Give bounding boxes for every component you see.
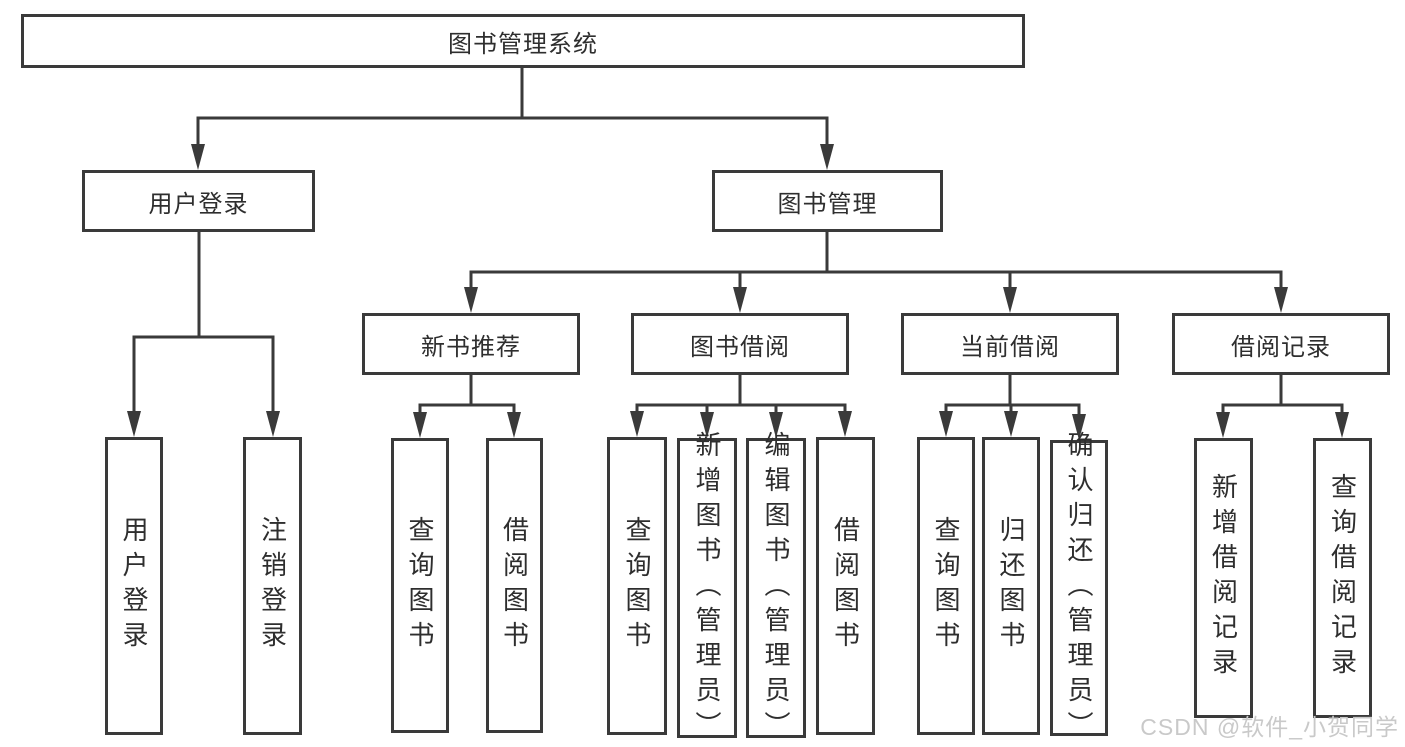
node-borrow-record: 借阅记录 — [1172, 313, 1390, 375]
node-add-borrow-record-label: 新增借阅记录 — [1208, 473, 1239, 683]
node-borrow-record-label: 借阅记录 — [1231, 333, 1331, 361]
node-borrow-books-2: 借阅图书 — [816, 437, 875, 735]
node-edit-book-admin-label: 编辑图书（管理员） — [761, 430, 791, 746]
connector-root-to-level2 — [191, 66, 834, 170]
node-user-login-label: 用户登录 — [148, 190, 249, 218]
arrowhead — [1335, 412, 1349, 438]
connector-bookmgmt-to-level3 — [464, 230, 1288, 313]
arrowhead — [1216, 412, 1230, 438]
node-logout-label: 注销登录 — [257, 516, 288, 656]
arrowhead — [191, 144, 205, 170]
node-return-book-label: 归还图书 — [996, 516, 1026, 656]
node-user-login-leaf: 用户登录 — [105, 437, 163, 735]
node-root-label: 图书管理系统 — [448, 30, 598, 58]
connector-currentborrow-to-leaves — [939, 373, 1086, 440]
node-query-books-3-label: 查询图书 — [931, 516, 961, 656]
arrowhead — [266, 411, 280, 437]
node-user-login-leaf-label: 用户登录 — [119, 516, 149, 656]
arrowhead — [820, 144, 834, 170]
node-user-login: 用户登录 — [82, 170, 315, 232]
node-borrow-books-2-label: 借阅图书 — [830, 516, 861, 656]
connector-newbook-to-leaves — [413, 373, 521, 438]
node-new-book-recommend-label: 新书推荐 — [421, 333, 521, 361]
node-query-books-1: 查询图书 — [391, 438, 449, 733]
node-add-book-admin: 新增图书（管理员） — [677, 431, 737, 746]
arrowhead — [1003, 287, 1017, 313]
arrowhead — [507, 412, 521, 438]
node-borrow-books-1: 借阅图书 — [486, 438, 543, 733]
arrowhead — [700, 412, 714, 438]
node-add-book-admin-label: 新增图书（管理员） — [692, 430, 722, 746]
node-query-books-3: 查询图书 — [917, 437, 975, 735]
node-query-books-2: 查询图书 — [607, 437, 667, 735]
node-book-borrow-label: 图书借阅 — [690, 333, 790, 361]
arrowhead — [1004, 411, 1018, 437]
node-new-book-recommend: 新书推荐 — [362, 313, 580, 375]
arrowhead — [733, 287, 747, 313]
arrowhead — [630, 411, 644, 437]
connector-borrowrecord-to-leaves — [1216, 373, 1349, 438]
node-borrow-books-1-label: 借阅图书 — [499, 515, 530, 656]
connector-bookborrow-to-leaves — [630, 373, 852, 438]
node-current-borrow-label: 当前借阅 — [960, 333, 1060, 361]
arrowhead — [939, 411, 953, 437]
csdn-watermark: CSDN @软件_小贺同学 — [1140, 714, 1399, 740]
node-book-borrow: 图书借阅 — [631, 313, 849, 375]
arrowhead — [464, 287, 478, 313]
node-query-borrow-record-label: 查询借阅记录 — [1327, 473, 1358, 683]
node-confirm-return-admin: 确认归还（管理员） — [1050, 431, 1108, 746]
arrowhead — [127, 411, 141, 437]
node-edit-book-admin: 编辑图书（管理员） — [746, 431, 806, 746]
connector-userlogin-to-leaves — [127, 230, 280, 437]
arrowhead — [1274, 287, 1288, 313]
node-add-borrow-record: 新增借阅记录 — [1194, 438, 1253, 718]
node-query-books-1-label: 查询图书 — [405, 515, 435, 656]
node-query-borrow-record: 查询借阅记录 — [1313, 438, 1372, 718]
node-book-management-label: 图书管理 — [777, 190, 878, 218]
node-root: 图书管理系统 — [21, 14, 1025, 68]
node-book-management: 图书管理 — [712, 170, 943, 232]
node-query-books-2-label: 查询图书 — [622, 516, 652, 656]
node-return-book: 归还图书 — [982, 437, 1040, 735]
node-current-borrow: 当前借阅 — [901, 313, 1119, 375]
arrowhead — [769, 412, 783, 438]
arrowhead — [413, 412, 427, 438]
arrowhead — [838, 411, 852, 437]
arrowhead — [1072, 414, 1086, 440]
node-logout: 注销登录 — [243, 437, 302, 735]
node-confirm-return-admin-label: 确认归还（管理员） — [1064, 430, 1094, 746]
